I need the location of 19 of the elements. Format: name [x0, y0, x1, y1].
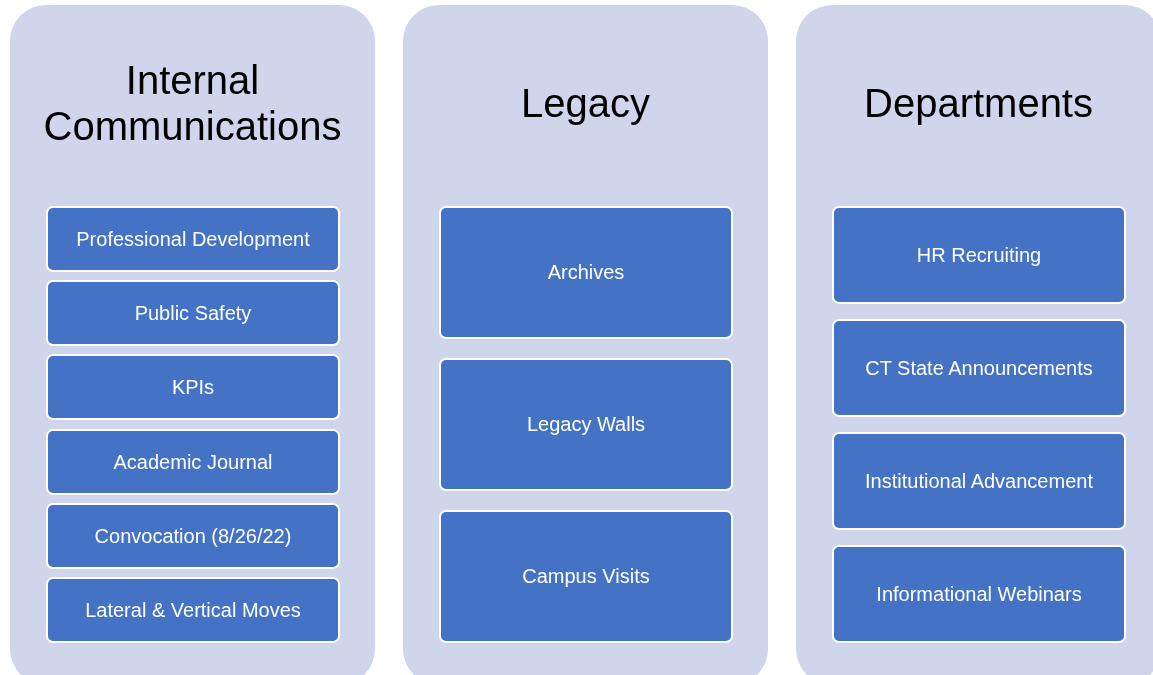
topic-box: Academic Journal — [46, 429, 340, 495]
topic-box: Convocation (8/26/22) — [46, 503, 340, 569]
topic-box: Archives — [439, 206, 733, 339]
group-panel — [403, 5, 768, 675]
group-title: Internal Communications — [42, 57, 343, 149]
topic-box: Campus Visits — [439, 510, 733, 643]
topic-box: Professional Development — [46, 206, 340, 272]
topic-box: Institutional Advancement — [832, 432, 1126, 530]
group-title: Legacy — [520, 80, 651, 126]
group-title: Departments — [863, 80, 1094, 126]
topic-box: Public Safety — [46, 280, 340, 346]
topic-box: Informational Webinars — [832, 545, 1126, 643]
topic-box: HR Recruiting — [832, 206, 1126, 304]
topic-box: KPIs — [46, 354, 340, 420]
group-panel — [10, 5, 375, 675]
topic-box: Lateral & Vertical Moves — [46, 577, 340, 643]
group-panel — [796, 5, 1153, 675]
topic-box: CT State Announcements — [832, 319, 1126, 417]
topic-box: Legacy Walls — [439, 358, 733, 491]
